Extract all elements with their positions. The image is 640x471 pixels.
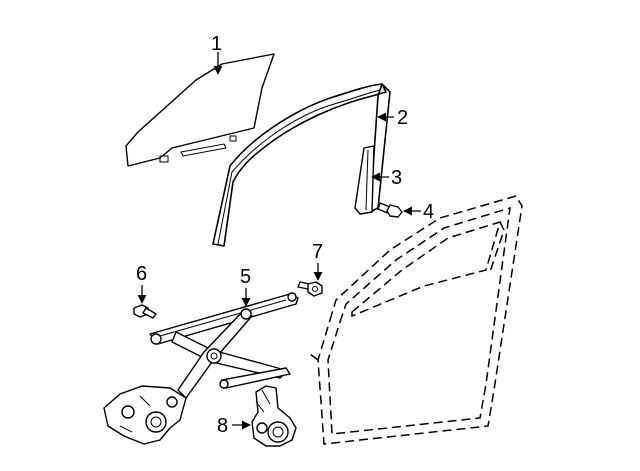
- regulator-motor-part[interactable]: [251, 385, 297, 447]
- callout-8: 8: [217, 415, 228, 437]
- callout-1: 1: [211, 33, 222, 55]
- glass-run-channel-part[interactable]: [212, 83, 391, 247]
- callout-4: 4: [423, 201, 434, 223]
- callout-labels: 1 2 3 4 5 6 7 8: [136, 33, 434, 437]
- rear-channel-part[interactable]: [354, 145, 375, 215]
- bolt-part-4[interactable]: [377, 202, 403, 218]
- door-frame-outline: [309, 195, 523, 445]
- callout-3: 3: [391, 167, 402, 189]
- callout-5: 5: [240, 266, 251, 288]
- window-regulator-part[interactable]: [103, 292, 299, 445]
- callout-leaders: [137, 52, 421, 430]
- callout-2: 2: [397, 107, 408, 129]
- callout-6: 6: [136, 263, 147, 285]
- callout-7: 7: [312, 241, 323, 263]
- bolt-part-7[interactable]: [297, 281, 323, 297]
- bolt-part-6[interactable]: [133, 304, 157, 319]
- door-glass-part[interactable]: [125, 53, 275, 167]
